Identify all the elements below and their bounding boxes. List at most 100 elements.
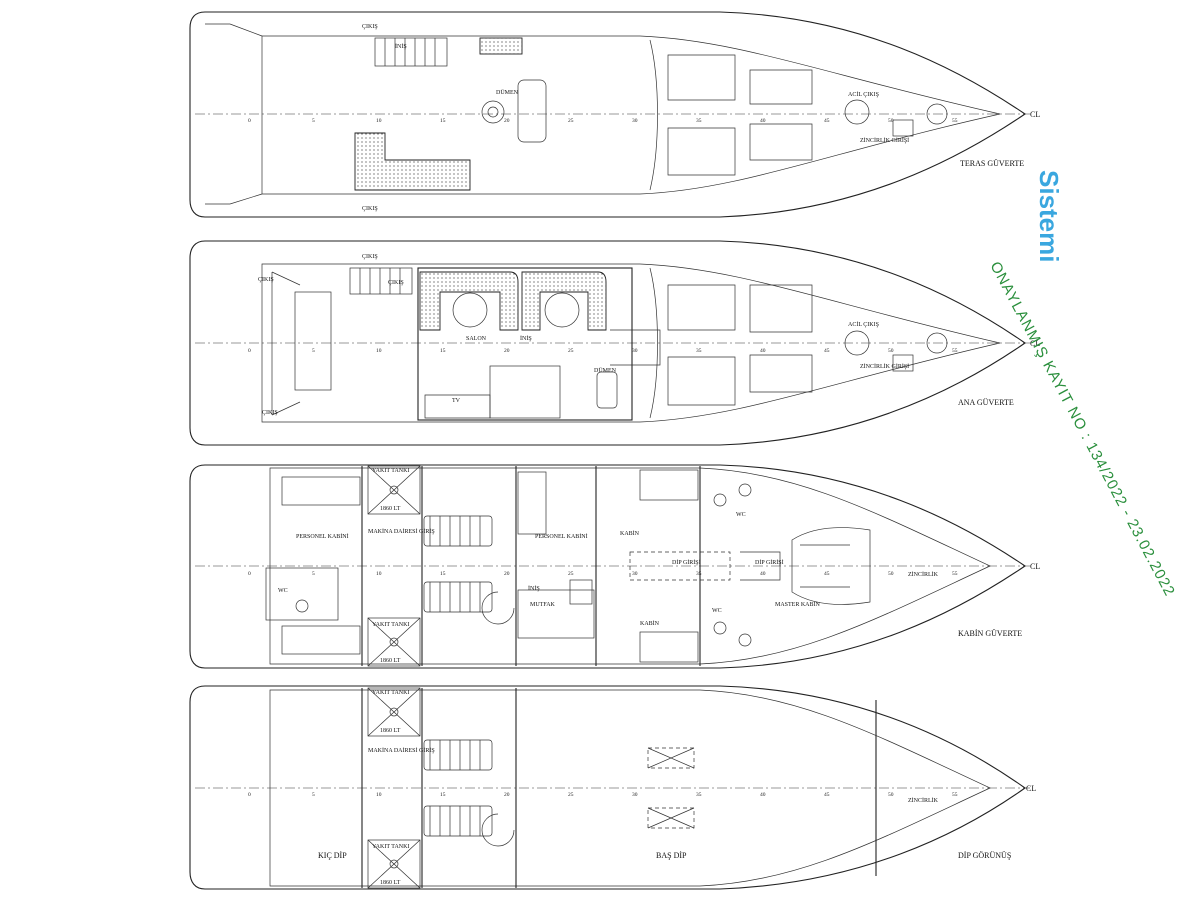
frame-tick-label: 10	[376, 571, 382, 577]
approval-stamp: ONAYLANMIŞ KAYIT NO : 134/2022 - 23.02.2…	[986, 259, 1178, 599]
bilge-entry-label: DİP GİRİŞİ	[755, 559, 784, 566]
frame-tick-label: 15	[440, 571, 446, 577]
chain-locker-label: ZİNCİRLİK GİRİŞİ	[860, 363, 909, 370]
anchor-windlass	[926, 103, 948, 125]
toilet	[713, 493, 727, 507]
fuel-tank-label: YAKIT TANKI	[372, 622, 409, 628]
emergency-hatch	[844, 99, 870, 125]
frame-tick-label: 30	[632, 571, 638, 577]
fuel-tank-label: YAKIT TANKI	[372, 468, 409, 474]
helm-wheel	[481, 100, 505, 124]
fuel-tank	[367, 617, 421, 667]
frame-tick-label: 30	[632, 792, 638, 798]
frame-tick-label: 0	[248, 348, 251, 354]
frame-tick-label: 5	[312, 792, 315, 798]
fuel-tank-volume: 1860 LT	[380, 728, 401, 734]
stairs-label: İNİŞ	[520, 335, 532, 342]
wc-enclosure	[265, 567, 339, 621]
frame-tick-label: 35	[696, 118, 702, 124]
water-tank	[647, 747, 695, 769]
frame-tick-label: 10	[376, 348, 382, 354]
frame-tick-label: 45	[824, 792, 830, 798]
frame-tick-label: 0	[248, 118, 251, 124]
fuel-tank	[367, 839, 421, 889]
exit-label: ÇIKIŞ	[388, 280, 404, 286]
water-tank	[647, 807, 695, 829]
frame-tick-label: 40	[760, 571, 766, 577]
berth	[639, 469, 699, 501]
frame-tick-label: 25	[568, 792, 574, 798]
spiral-stair	[481, 813, 515, 847]
anchor-windlass	[926, 332, 948, 354]
exit-label: ÇIKIŞ	[362, 24, 378, 30]
master-cabin-label: MASTER KABİN	[775, 601, 821, 608]
salon-table	[544, 292, 580, 328]
frame-tick-label: 35	[696, 792, 702, 798]
frame-tick-label: 50	[888, 118, 894, 124]
cl-label: CL	[1030, 110, 1040, 119]
exit-label: ÇIKIŞ	[362, 206, 378, 212]
chain-locker-label: ZİNCİRLİK GİRİŞİ	[860, 137, 909, 144]
stairs	[349, 267, 413, 295]
watermark-text: Sistemi	[1034, 170, 1064, 263]
deck-edge	[261, 263, 1001, 423]
hull-outline	[189, 240, 1026, 446]
dinette	[489, 365, 561, 419]
frame-tick-label: 40	[760, 118, 766, 124]
berth	[517, 471, 547, 535]
deck-title: KABİN GÜVERTE	[958, 629, 1022, 638]
sink	[738, 483, 752, 497]
frame-tick-label: 30	[632, 348, 638, 354]
helm-label: DÜMEN	[594, 367, 617, 374]
frame-tick-label: 20	[504, 571, 510, 577]
salon-walls	[417, 267, 633, 421]
frame-tick-label: 5	[312, 571, 315, 577]
deck-title: TERAS GÜVERTE	[960, 159, 1024, 168]
hull-outline	[189, 11, 1026, 218]
berth	[281, 625, 361, 655]
deck-teras: ÇIKIŞ ÇIKIŞ İNİŞ DÜMEN ACİL ÇIKIŞ ZİNCİR…	[189, 11, 1040, 218]
salon-label: SALON	[466, 336, 487, 342]
frame-tick-label: 15	[440, 118, 446, 124]
hull-outline	[189, 464, 1026, 669]
engine-room-entry-label: MAKİNA DAİRESİ GİRİŞ	[368, 747, 435, 754]
master-bed	[791, 527, 871, 605]
crew-cabin-label: PERSONEL KABİNİ	[296, 533, 349, 540]
frame-tick-label: 15	[440, 348, 446, 354]
bilge-hatch	[629, 551, 731, 581]
frame-tick-label: 50	[888, 792, 894, 798]
engine	[423, 805, 493, 837]
fuel-tank-volume: 1860 LT	[380, 880, 401, 886]
fwd-bilge-label: BAŞ DİP	[656, 851, 687, 860]
frame-tick-label: 5	[312, 118, 315, 124]
lounge-seating	[354, 132, 471, 191]
frame-tick-label: 55	[952, 792, 958, 798]
engine	[423, 515, 493, 547]
frame-tick-label: 20	[504, 118, 510, 124]
frame-tick-label: 40	[760, 348, 766, 354]
exit-label: ÇIKIŞ	[258, 277, 274, 283]
fuel-tank-label: YAKIT TANKI	[372, 690, 409, 696]
emergency-exit-label: ACİL ÇIKIŞ	[848, 321, 879, 328]
frame-tick-label: 35	[696, 348, 702, 354]
frame-tick-label: 50	[888, 571, 894, 577]
engine	[423, 581, 493, 613]
engine-room-entry-label: MAKİNA DAİRESİ GİRİŞ	[368, 528, 435, 535]
seating-area	[479, 37, 523, 55]
frame-tick-label: 35	[696, 571, 702, 577]
chain-locker-label: ZİNCİRLİK	[908, 571, 939, 578]
deck-edge	[261, 35, 1001, 195]
crew-cabin-label: PERSONEL KABİNİ	[535, 533, 588, 540]
salon-table	[452, 292, 488, 328]
frame-tick-label: 25	[568, 118, 574, 124]
tv-label: TV	[452, 398, 461, 404]
frame-tick-label: 45	[824, 571, 830, 577]
salon-sofa	[521, 271, 607, 331]
frame-tick-label: 10	[376, 118, 382, 124]
wc-label: WC	[736, 512, 746, 518]
galley-label: MUTFAK	[530, 602, 556, 608]
frame-tick-label: 50	[888, 348, 894, 354]
